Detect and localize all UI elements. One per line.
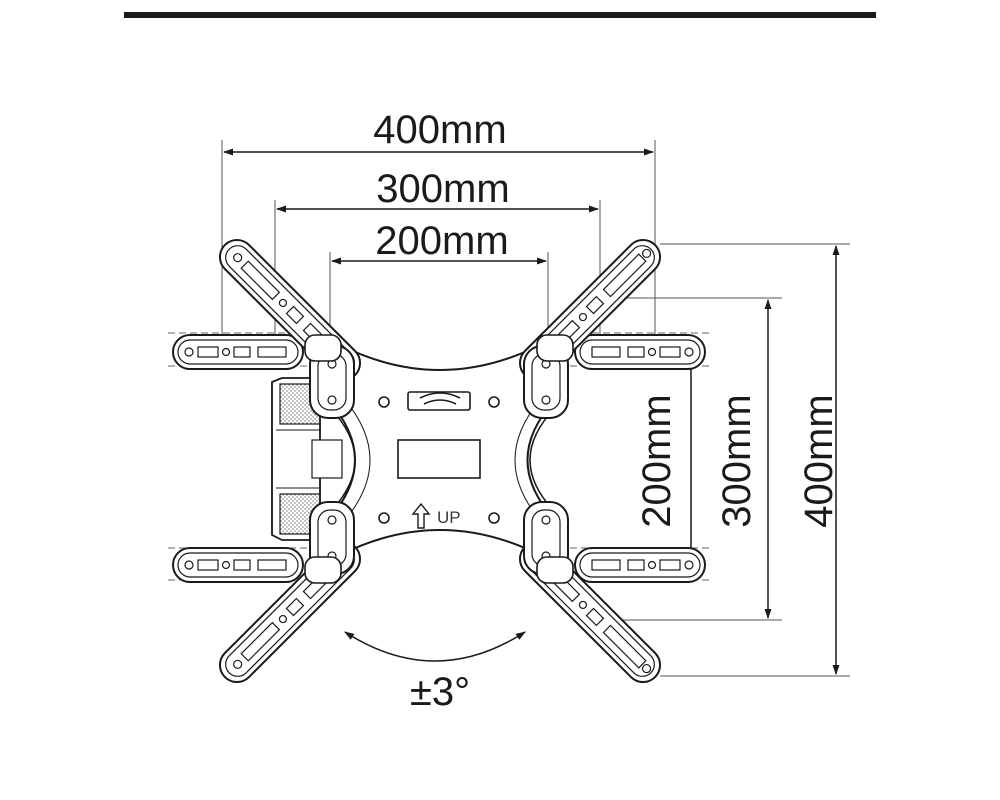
dim-label-300-horizontal: 300mm <box>376 167 509 211</box>
center-window <box>397 439 481 479</box>
top-rule <box>124 12 876 18</box>
right-arch <box>529 407 556 513</box>
dim-label-300-vertical: 300mm <box>715 394 759 527</box>
up-arrow-icon <box>411 502 431 529</box>
dim-label-400-vertical: 400mm <box>797 394 841 527</box>
dim-label-400-horizontal: 400mm <box>373 108 506 152</box>
left-arch <box>329 407 356 513</box>
dim-label-200-vertical: 200mm <box>635 394 679 527</box>
tilt-arc-arrow <box>344 631 526 662</box>
level-slot <box>407 391 471 411</box>
dim-label-200-horizontal: 200mm <box>375 219 508 263</box>
tilt-label: ±3° <box>410 670 470 714</box>
arm-horizontal-top-right <box>574 334 706 370</box>
arm-horizontal-bottom-right <box>574 547 706 583</box>
corner-clips <box>304 334 574 584</box>
up-label: UP <box>437 508 461 527</box>
arm-horizontal-top-left <box>172 334 304 370</box>
arm-horizontal-bottom-left <box>172 547 304 583</box>
